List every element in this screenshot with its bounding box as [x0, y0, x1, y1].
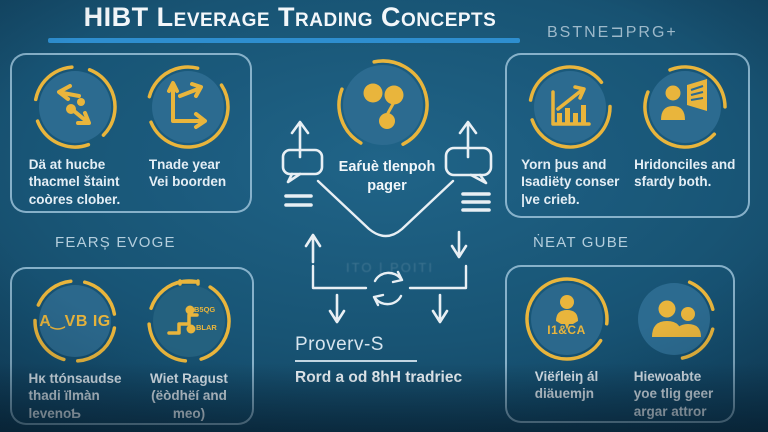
caption: Hiewoabte yoe tlig geer argar attror: [633, 369, 714, 419]
panel-item: Hiewoabte yoe tlig geer argar attror: [620, 277, 727, 419]
caption: Hridonciles and sfardy both.: [634, 157, 736, 190]
panel-bottom-right: I1&CA Viëŕleiŋ ál diäuemjn Hiewoabte yoe…: [505, 265, 735, 423]
caption: Wiet Ragust (ëòdhëí and meo): [150, 371, 228, 421]
up-arrow-left-icon: [290, 120, 310, 159]
up-arrow-bracket-left: [304, 233, 322, 264]
speech-bubble-right-icon: [444, 146, 493, 185]
person-badge-icon: I1&CA: [524, 277, 609, 361]
section-label-bottom-right: ṄEAT GUBE: [533, 234, 630, 251]
cycle-refresh-icon: [372, 270, 404, 307]
avb-ring-icon: A‿VB IG: [33, 279, 117, 363]
steps-badge-top: B5QG: [194, 305, 216, 314]
steps-ring-icon: B5QG BLAR: [147, 279, 231, 363]
caption: Dä at hucbe thacmel štaint coòres clober…: [28, 157, 121, 207]
speech-bubble-left-icon: [281, 148, 324, 184]
down-arrow-bracket-right: [450, 230, 468, 259]
share-network-icon: [337, 59, 429, 151]
center-subheading: Rord a od 8hH tradriec: [295, 369, 463, 386]
person-badge-text: I1&CA: [547, 323, 586, 337]
panel-item: Tnade year Vei boorden: [131, 65, 244, 205]
equals-icon-left: [284, 194, 313, 207]
avb-badge-text: A‿VB IG: [39, 313, 111, 330]
panel-item: I1&CA Viëŕleiŋ ál diäuemjn: [513, 277, 620, 415]
heading-underline: [295, 360, 417, 362]
two-people-icon: [631, 277, 716, 361]
title-underline: [48, 38, 520, 43]
center-heading: Proverv-S: [295, 334, 384, 355]
caption: Hĸ ttónsaudse thadi ïlmàn levenoƄ: [28, 371, 122, 421]
panel-item: A‿VB IG Hĸ ttónsaudse thadi ïlmàn leveno…: [18, 279, 132, 421]
triple-lines-icon-right: [461, 192, 491, 212]
panel-bottom-left: A‿VB IG Hĸ ttónsaudse thadi ïlmàn leveno…: [10, 267, 254, 425]
header-right-text: BSTNE⊐PRG+: [547, 24, 678, 41]
panel-item: Yorn þus and Isadiëty conser |ve crieb.: [513, 65, 628, 210]
panel-item: B5QG BLAR Wiet Ragust (ëòdhëí and meo): [132, 279, 246, 421]
up-arrow-right-icon: [458, 120, 478, 159]
down-arrow-left-icon: [328, 293, 346, 324]
center-caption: Eaŕuè tlenpoh pager: [338, 159, 436, 194]
page-title: HIBT Leverage Trading Concepts: [83, 2, 497, 32]
panel-item: Dä at hucbe thacmel štaint coòres clober…: [18, 65, 131, 207]
caption: Viëŕleiŋ ál diäuemjn: [534, 369, 599, 402]
section-label-bottom-left: FEARȘ EVOGE: [55, 234, 176, 251]
down-arrow-right-icon: [431, 293, 449, 324]
steps-badge-bottom: BLAR: [196, 323, 217, 332]
caption: Tnade year Vei boorden: [148, 157, 227, 190]
bar-chart-growth-icon: [528, 65, 612, 149]
trade-path-icon: [145, 65, 230, 149]
panel-top-left: Dä at hucbe thacmel štaint coòres clober…: [10, 53, 252, 213]
caption: Yorn þus and Isadiëty conser |ve crieb.: [521, 157, 620, 207]
panel-item: Hridonciles and sfardy both.: [628, 65, 743, 210]
route-arrows-icon: [32, 65, 117, 149]
presenter-board-icon: [643, 65, 727, 149]
panel-top-right: Yorn þus and Isadiëty conser |ve crieb. …: [505, 53, 750, 218]
ghost-text: ITO | POITI: [346, 260, 434, 275]
